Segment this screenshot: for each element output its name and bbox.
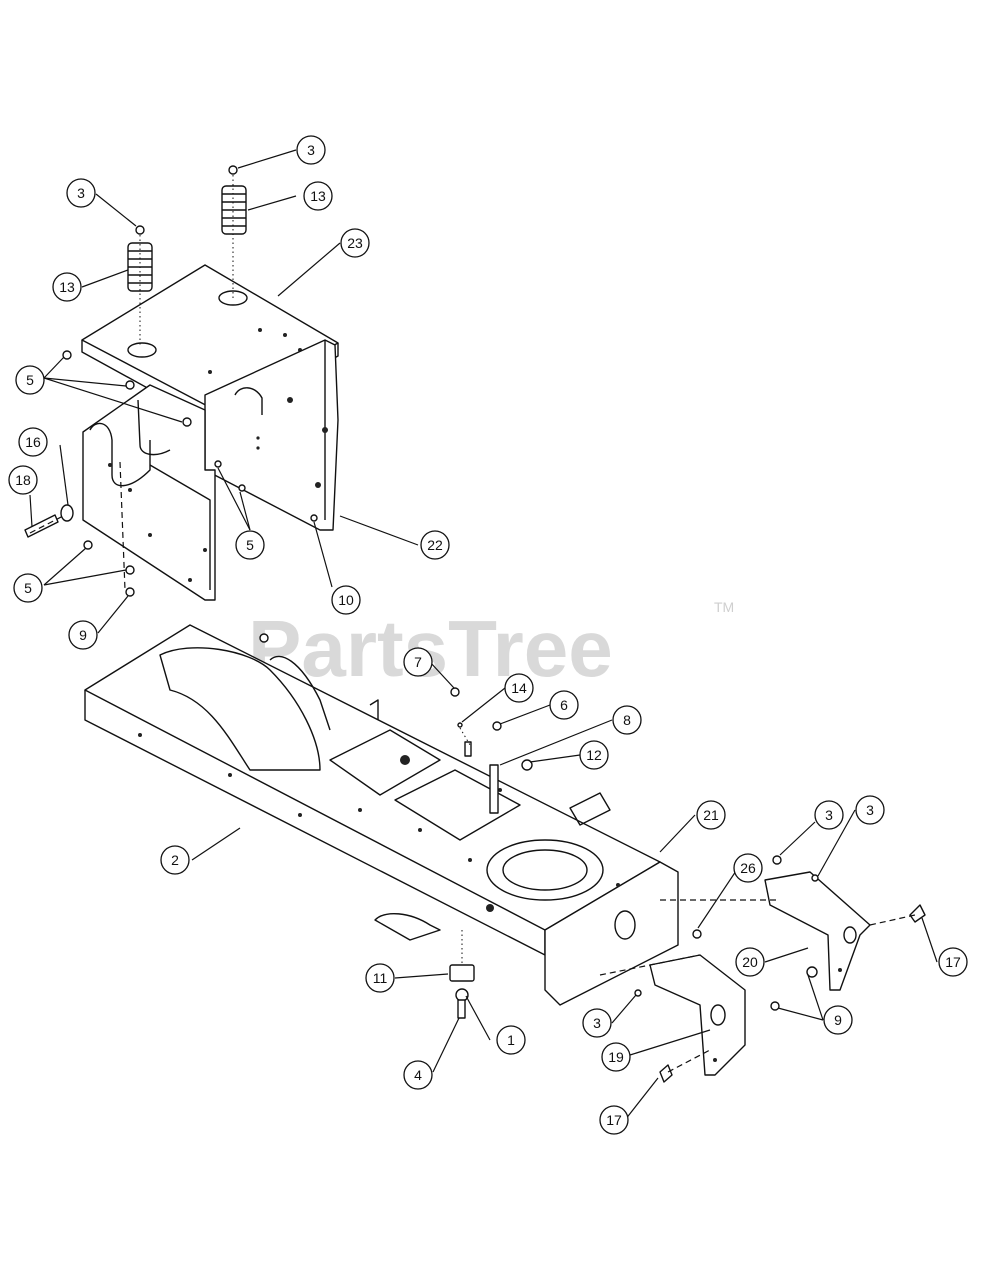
svg-text:5: 5 — [24, 580, 32, 596]
callout-21: 21 — [696, 800, 726, 830]
svg-text:19: 19 — [608, 1049, 624, 1065]
callout-3-right-b: 3 — [855, 795, 885, 825]
svg-text:16: 16 — [25, 434, 41, 450]
callout-17-bottom: 17 — [599, 1105, 629, 1135]
callout-3-top: 3 — [296, 135, 326, 165]
svg-text:21: 21 — [703, 807, 719, 823]
callout-26: 26 — [733, 853, 763, 883]
callout-16: 16 — [18, 427, 48, 457]
watermark: PartsTree TM — [248, 599, 734, 693]
callout-5-mid: 5 — [235, 530, 265, 560]
svg-text:17: 17 — [606, 1112, 622, 1128]
callout-8: 8 — [612, 705, 642, 735]
svg-text:14: 14 — [511, 680, 527, 696]
callout-19: 19 — [601, 1042, 631, 1072]
svg-text:9: 9 — [834, 1012, 842, 1028]
svg-text:3: 3 — [77, 185, 85, 201]
callout-14: 14 — [504, 673, 534, 703]
svg-text:3: 3 — [866, 802, 874, 818]
callout-7: 7 — [403, 647, 433, 677]
svg-text:12: 12 — [586, 747, 602, 763]
svg-text:26: 26 — [740, 860, 756, 876]
callout-13-right: 13 — [303, 181, 333, 211]
callout-4: 4 — [403, 1060, 433, 1090]
callout-22: 22 — [420, 530, 450, 560]
callout-2: 2 — [160, 845, 190, 875]
svg-text:11: 11 — [373, 970, 388, 986]
callout-13-left: 13 — [52, 272, 82, 302]
svg-text:10: 10 — [338, 592, 354, 608]
callout-20: 20 — [735, 947, 765, 977]
svg-text:3: 3 — [593, 1015, 601, 1031]
svg-text:13: 13 — [59, 279, 75, 295]
callout-3-right-a: 3 — [814, 800, 844, 830]
svg-text:6: 6 — [560, 697, 568, 713]
callout-17-right: 17 — [938, 947, 968, 977]
callout-5-upper: 5 — [15, 365, 45, 395]
callout-11: 11 — [365, 963, 395, 993]
svg-text:13: 13 — [310, 188, 326, 204]
callout-18: 18 — [8, 465, 38, 495]
bracket-19-part — [649, 954, 746, 1076]
callout-5-lower: 5 — [13, 573, 43, 603]
callout-10: 10 — [331, 585, 361, 615]
svg-text:9: 9 — [79, 627, 87, 643]
svg-text:5: 5 — [26, 372, 34, 388]
svg-text:20: 20 — [742, 954, 758, 970]
main-frame-part — [84, 624, 679, 1006]
svg-text:3: 3 — [825, 807, 833, 823]
svg-text:7: 7 — [414, 654, 422, 670]
svg-text:4: 4 — [414, 1067, 422, 1083]
svg-text:1: 1 — [507, 1032, 515, 1048]
centerlines — [29, 175, 916, 1073]
hardware-parts — [24, 165, 926, 1083]
svg-text:2: 2 — [171, 852, 179, 868]
side-panel-part — [82, 384, 216, 601]
fender-panel-part — [204, 339, 339, 531]
callout-3-bottom: 3 — [582, 1008, 612, 1038]
bracket-20-part — [764, 871, 871, 991]
leader-lines — [29, 149, 938, 1121]
svg-text:8: 8 — [623, 712, 631, 728]
callout-9-upper: 9 — [68, 620, 98, 650]
callout-1: 1 — [496, 1025, 526, 1055]
watermark-trademark: TM — [714, 599, 734, 615]
svg-text:17: 17 — [945, 954, 961, 970]
svg-text:22: 22 — [427, 537, 443, 553]
svg-text:18: 18 — [15, 472, 31, 488]
spring-right-part — [221, 185, 247, 235]
svg-text:3: 3 — [307, 142, 315, 158]
svg-text:23: 23 — [347, 235, 363, 251]
callout-9-lower: 9 — [823, 1005, 853, 1035]
callout-3-left: 3 — [66, 178, 96, 208]
callout-23: 23 — [340, 228, 370, 258]
callout-6: 6 — [549, 690, 579, 720]
watermark-brand: PartsTree — [248, 604, 613, 693]
callout-12: 12 — [579, 740, 609, 770]
svg-text:5: 5 — [246, 537, 254, 553]
